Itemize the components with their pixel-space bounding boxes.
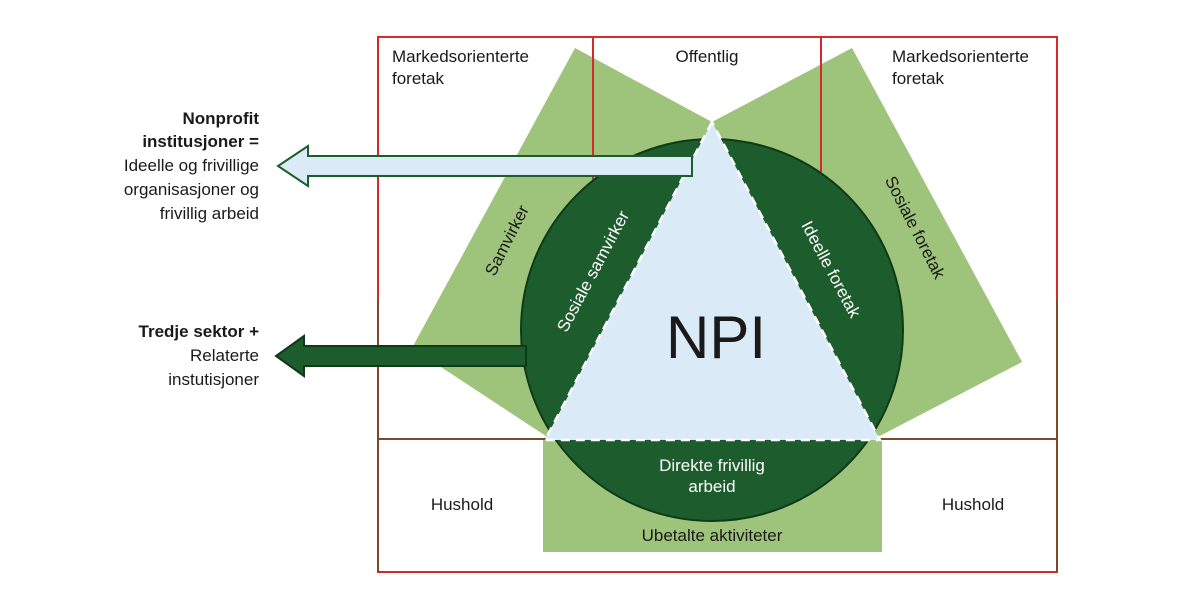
npi-label: NPI (666, 304, 766, 371)
arrow-third-sector (274, 334, 527, 378)
sector-top-center: Offentlig (675, 47, 738, 66)
third-sector-title: Tredje sektor + (139, 322, 260, 341)
segment-bottom-line1: Direkte frivillig (659, 456, 765, 475)
nonprofit-text-line1: Ideelle og frivillige (124, 156, 259, 175)
sector-top-left-line1: Markedsorienterte (392, 47, 529, 66)
nonprofit-text-line3: frivillig arbeid (160, 204, 259, 223)
sector-top-right-line2: foretak (892, 69, 944, 88)
band-bottom-label: Ubetalte aktiviteter (642, 526, 783, 545)
sector-top-left-line2: foretak (392, 69, 444, 88)
segment-bottom-line2: arbeid (688, 477, 735, 496)
arrow-nonprofit (276, 144, 693, 188)
third-sector-text-line2: instutisjoner (168, 370, 259, 389)
sector-bottom-right: Hushold (942, 495, 1004, 514)
npi-triangle (542, 119, 883, 442)
nonprofit-title-line2: institusjoner = (142, 132, 259, 151)
third-sector-text-line1: Relaterte (190, 346, 259, 365)
nonprofit-text-line2: organisasjoner og (124, 180, 259, 199)
sector-top-right-line1: Markedsorienterte (892, 47, 1029, 66)
nonprofit-title-line1: Nonprofit (183, 109, 260, 128)
sector-bottom-left: Hushold (431, 495, 493, 514)
